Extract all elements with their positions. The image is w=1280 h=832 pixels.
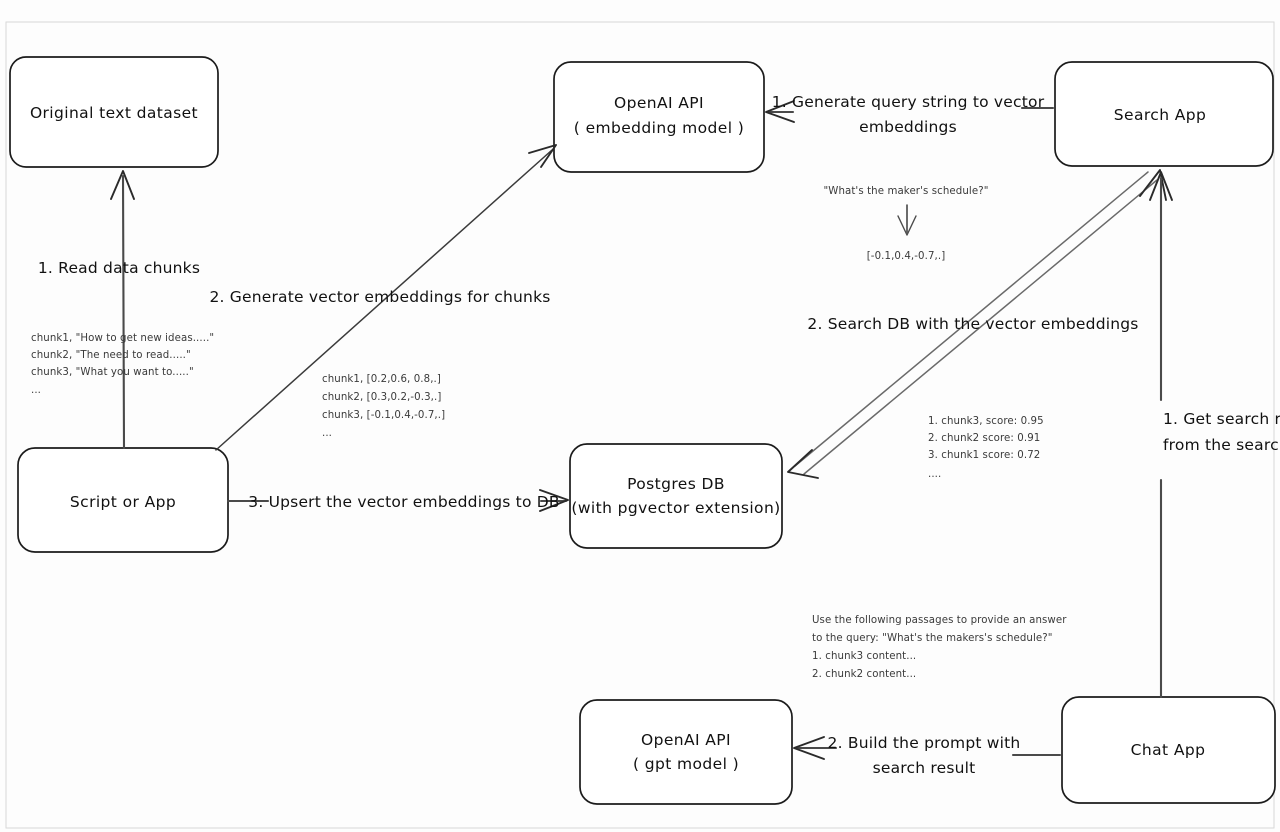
edge-generate-query-string: 1. Generate query string to vector embed… [765, 93, 1055, 136]
annotation-chunks-sample-line-1: chunk2, "The need to read....." [31, 350, 191, 361]
edge-generate-vector-embeddings: 2. Generate vector embeddings for chunks [209, 144, 557, 451]
annotation-embeddings-sample: chunk1, [0.2,0.6, 0.8,.] chunk2, [0.3,0.… [322, 374, 445, 439]
node-search-app-box [1054, 61, 1274, 167]
annotation-query-sample: "What's the maker's schedule?" [-0.1,0.4… [823, 186, 988, 262]
node-script-or-app-label: Script or App [70, 493, 176, 511]
node-chat-app-box [1061, 696, 1276, 804]
edge-search-db-line-b [803, 179, 1158, 475]
node-postgres-db-line1: Postgres DB [627, 475, 725, 493]
node-script-or-app[interactable]: Script or App [17, 447, 229, 553]
node-openai-gpt-api[interactable]: OpenAI API ( gpt model ) [579, 699, 793, 805]
edge-read-data-chunks-label: 1. Read data chunks [38, 259, 200, 277]
edge-read-data-chunks-arrowhead [110, 170, 135, 200]
node-search-app[interactable]: Search App [1054, 61, 1274, 167]
edge-generate-query-string-line1: 1. Generate query string to vector [772, 93, 1045, 111]
annotation-chunks-sample: chunk1, "How to get new ideas....." chun… [31, 333, 214, 396]
node-postgres-db-box [569, 443, 783, 549]
node-openai-embedding-api-box [553, 61, 765, 173]
node-openai-embedding-api-line2: ( embedding model ) [574, 119, 744, 137]
node-search-app-label: Search App [1114, 106, 1206, 124]
annotation-prompt-sample: Use the following passages to provide an… [812, 615, 1067, 680]
annotation-prompt-sample-line-0: Use the following passages to provide an… [812, 615, 1067, 626]
edge-generate-query-string-line2: embeddings [859, 118, 957, 136]
edge-read-data-chunks: 1. Read data chunks [38, 170, 200, 450]
annotation-prompt-sample-line-3: 2. chunk2 content... [812, 669, 916, 680]
annotation-scores-sample-line-3: .... [928, 469, 941, 480]
edge-upsert-to-db: 3. Upsert the vector embeddings to DB [226, 489, 569, 512]
edge-generate-vector-embeddings-arrowhead [528, 144, 557, 168]
edge-get-search-result-arrowhead [1149, 171, 1173, 201]
annotation-prompt-sample-line-1: to the query: "What's the makers's sched… [812, 633, 1053, 644]
edge-upsert-to-db-label: 3. Upsert the vector embeddings to DB [248, 493, 559, 511]
annotation-chunks-sample-line-3: ... [31, 385, 41, 396]
edge-generate-query-string-arrowhead [765, 100, 795, 123]
annotation-embeddings-sample-line-3: ... [322, 428, 332, 439]
annotation-query-sample-query: "What's the maker's schedule?" [823, 186, 988, 197]
annotation-embeddings-sample-line-2: chunk3, [-0.1,0.4,-0.7,.] [322, 410, 445, 421]
node-openai-gpt-api-line1: OpenAI API [641, 731, 731, 749]
annotation-scores-sample-line-1: 2. chunk2 score: 0.91 [928, 433, 1040, 444]
annotation-prompt-sample-line-2: 1. chunk3 content... [812, 651, 916, 662]
edge-build-prompt-line2: search result [873, 759, 976, 777]
edge-generate-vector-embeddings-line [215, 149, 553, 451]
node-original-text-dataset-box [9, 56, 219, 168]
node-chat-app[interactable]: Chat App [1061, 696, 1276, 804]
edge-search-db-label: 2. Search DB with the vector embeddings [807, 315, 1138, 333]
node-openai-embedding-api[interactable]: OpenAI API ( embedding model ) [553, 61, 765, 173]
node-openai-gpt-api-line2: ( gpt model ) [633, 755, 739, 773]
edge-search-db-line-a [794, 171, 1149, 467]
node-original-text-dataset[interactable]: Original text dataset [9, 56, 219, 168]
page-frame [5, 21, 1275, 829]
edge-build-prompt-line1: 2. Build the prompt with [828, 734, 1021, 752]
edge-generate-vector-embeddings-label: 2. Generate vector embeddings for chunks [209, 288, 550, 306]
annotation-query-sample-arrowhead [897, 215, 917, 236]
annotation-chunks-sample-line-0: chunk1, "How to get new ideas....." [31, 333, 214, 344]
annotation-scores-sample-line-2: 3. chunk1 score: 0.72 [928, 450, 1040, 461]
annotation-query-sample-vector: [-0.1,0.4,-0.7,.] [867, 251, 946, 262]
edge-read-data-chunks-line [121, 174, 126, 450]
annotation-scores-sample-line-0: 1. chunk3, score: 0.95 [928, 416, 1044, 427]
edge-get-search-result-line1: 1. Get search result [1163, 410, 1280, 428]
edge-build-prompt-arrowhead [793, 736, 825, 760]
node-postgres-db-line2: (with pgvector extension) [571, 499, 780, 517]
edge-search-db-arrowhead-search-app [1139, 169, 1167, 201]
annotation-embeddings-sample-line-0: chunk1, [0.2,0.6, 0.8,.] [322, 374, 441, 385]
edge-build-prompt: 2. Build the prompt with search result [793, 734, 1062, 777]
node-original-text-dataset-label: Original text dataset [30, 104, 198, 122]
edge-search-db-arrowhead-postgres [787, 449, 819, 479]
node-openai-gpt-api-box [579, 699, 793, 805]
edge-upsert-to-db-arrowhead [539, 489, 569, 512]
edge-search-db: 2. Search DB with the vector embeddings [787, 169, 1167, 479]
node-chat-app-label: Chat App [1131, 741, 1206, 759]
annotation-scores-sample: 1. chunk3, score: 0.95 2. chunk2 score: … [928, 416, 1044, 480]
node-openai-embedding-api-line1: OpenAI API [614, 94, 704, 112]
annotation-chunks-sample-line-2: chunk3, "What you want to....." [31, 367, 194, 378]
annotation-embeddings-sample-line-1: chunk2, [0.3,0.2,-0.3,.] [322, 392, 441, 403]
edge-get-search-result-line2: from the search app [1163, 436, 1280, 454]
node-postgres-db[interactable]: Postgres DB (with pgvector extension) [569, 443, 783, 549]
edge-get-search-result: 1. Get search result from the search app [1149, 171, 1280, 699]
